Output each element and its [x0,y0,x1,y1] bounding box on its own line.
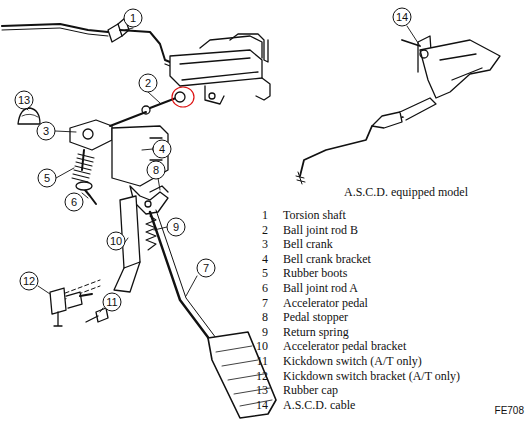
list-number: 10 [256,339,268,354]
part-name: Ball joint rod A [283,281,358,296]
list-number: 8 [262,310,268,325]
callout-number: 13 [15,91,34,110]
callout-number: 1 [124,9,143,28]
list-number: 6 [262,281,268,296]
callout-number: 14 [393,8,412,27]
list-number: 1 [262,208,268,223]
part-name: Kickdown switch (A/T only) [283,354,422,369]
list-number: 2 [262,222,268,237]
list-number: 13 [256,383,268,398]
list-number: 3 [262,237,268,252]
list-number: 4 [262,251,268,266]
part-name: Return spring [283,324,349,339]
callout-number: 5 [38,169,57,188]
list-number: 14 [256,397,268,412]
part-name: Torsion shaft [283,208,346,223]
list-number: 7 [262,295,268,310]
callout-number: 6 [65,193,84,212]
figure-code: FE708 [495,405,524,416]
list-number: 12 [256,368,268,383]
list-number: 9 [262,324,268,339]
part-name: A.S.C.D. cable [283,397,355,412]
part-name: Kickdown switch bracket (A/T only) [283,368,460,383]
part-name: Pedal stopper [283,310,348,325]
callout-number: 2 [139,74,158,93]
list-number: 11 [256,354,268,369]
part-name: Bell crank [283,237,333,252]
list-number: 5 [262,266,268,281]
part-name: Accelerator pedal [283,295,368,310]
callout-number: 7 [197,259,216,278]
part-name: Rubber boots [283,266,347,281]
callout-number: 10 [107,232,126,251]
callout-number: 12 [20,272,39,291]
part-name: Ball joint rod B [283,222,358,237]
inset-caption: A.S.C.D. equipped model [344,185,468,200]
callout-number: 11 [103,293,122,312]
callout-number: 8 [147,161,166,180]
part-name: Rubber cap [283,383,338,398]
part-name: Accelerator pedal bracket [283,339,406,354]
callout-number: 3 [37,122,56,141]
callout-number: 4 [153,140,172,159]
callout-number: 9 [167,218,186,237]
part-name: Bell crank bracket [283,251,371,266]
